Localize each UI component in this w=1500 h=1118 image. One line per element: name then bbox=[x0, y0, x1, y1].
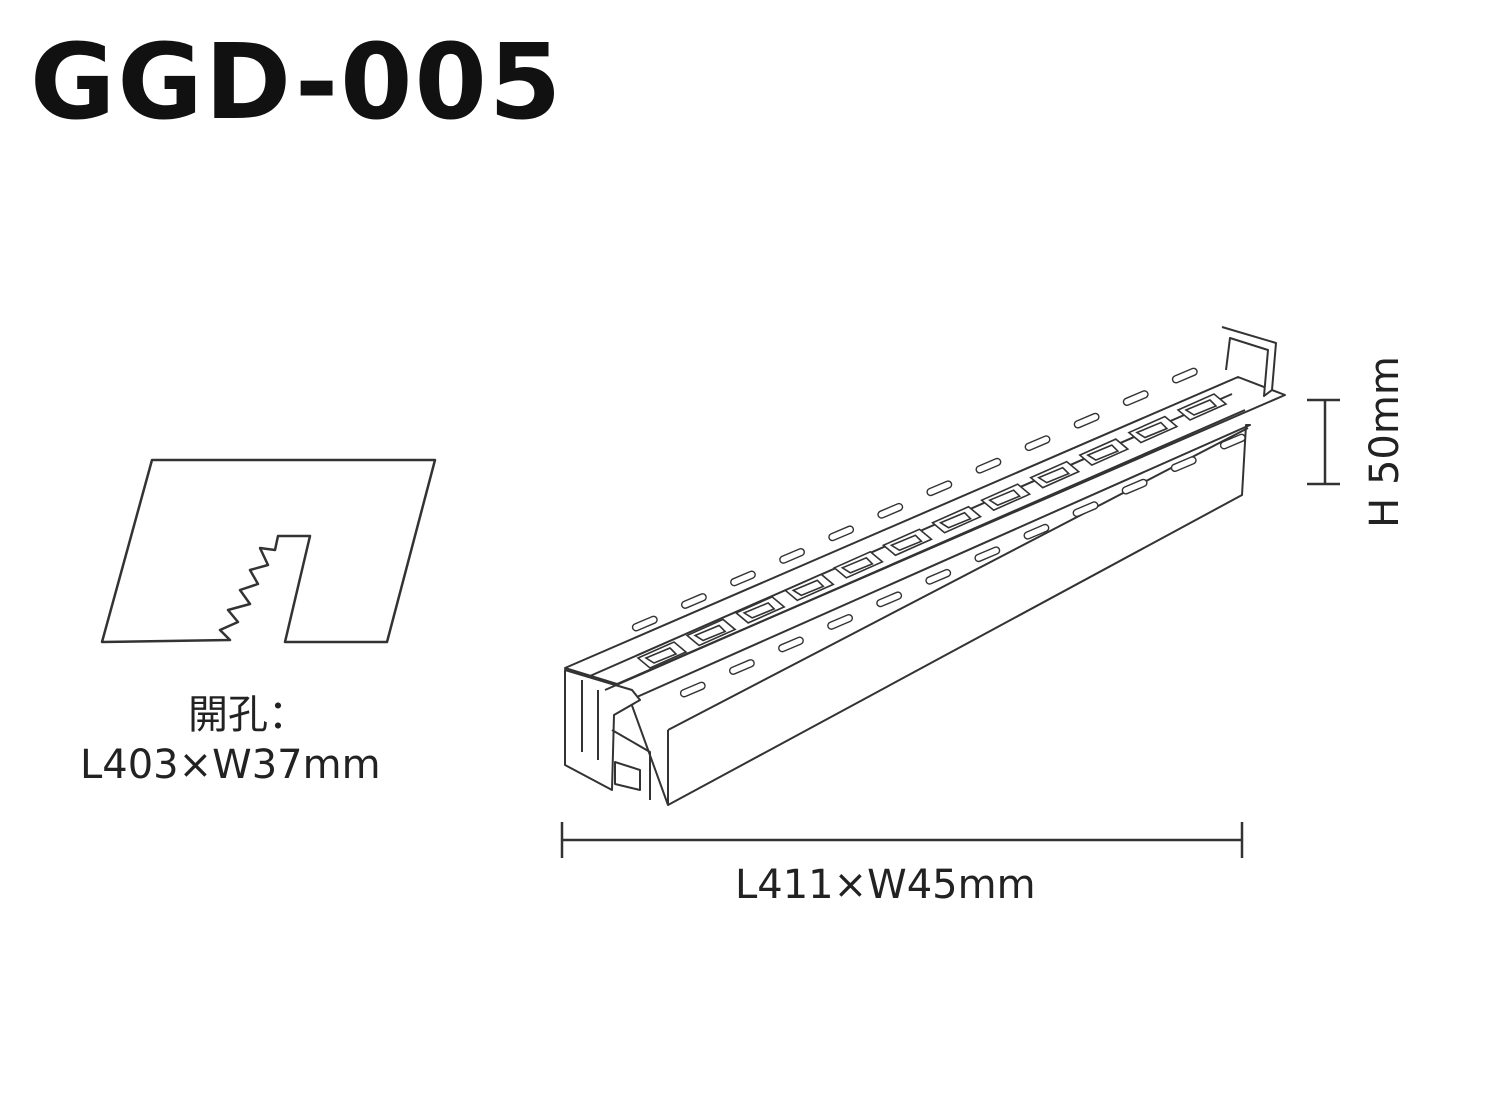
mounting-slot bbox=[1073, 412, 1100, 429]
lens-cell bbox=[734, 595, 786, 624]
side-slot bbox=[827, 613, 854, 630]
side-slot bbox=[778, 636, 804, 653]
side-slot bbox=[925, 568, 952, 585]
lens-cell bbox=[1176, 393, 1228, 421]
side-slot bbox=[1170, 456, 1197, 472]
side-slot bbox=[1072, 501, 1099, 518]
fixture-connector bbox=[614, 761, 641, 791]
lens-cell bbox=[1078, 438, 1130, 467]
mounting-slot bbox=[680, 593, 707, 609]
mounting-slot bbox=[1024, 435, 1051, 452]
cutout-size: L403×W37mm bbox=[80, 742, 381, 788]
side-slot bbox=[1121, 478, 1148, 495]
ceiling-cutout-illustration bbox=[100, 458, 437, 644]
mounting-slot bbox=[828, 525, 855, 542]
mounting-slots bbox=[631, 367, 1246, 698]
fixture-side-body bbox=[629, 424, 1251, 806]
length-dimension-line bbox=[560, 822, 1244, 858]
lens-cell bbox=[1127, 415, 1179, 444]
side-slot bbox=[974, 546, 1001, 563]
side-slot bbox=[876, 591, 903, 608]
mounting-slot bbox=[779, 547, 806, 564]
cutout-caption: 開孔： bbox=[188, 692, 308, 738]
model-number-title: GGD-005 bbox=[30, 21, 564, 143]
side-slot bbox=[1023, 523, 1050, 540]
mounting-slot bbox=[975, 457, 1002, 474]
side-slot bbox=[1219, 433, 1246, 450]
fixture-end-detail bbox=[581, 680, 651, 800]
mounting-slot bbox=[1122, 390, 1149, 406]
fixture-spring-clip bbox=[1221, 326, 1277, 397]
cutout-dimension-label: 開孔： L403×W37mm bbox=[80, 690, 480, 790]
mounting-slot bbox=[631, 615, 658, 632]
fixture-height-label: H 50mm bbox=[1362, 356, 1408, 528]
lens-cell bbox=[832, 550, 884, 579]
mounting-slot bbox=[1171, 367, 1198, 384]
lens-cell bbox=[685, 618, 737, 647]
lens-cell bbox=[636, 641, 688, 669]
lens-cell bbox=[931, 505, 983, 534]
lens-cell bbox=[980, 483, 1032, 512]
side-slot bbox=[728, 659, 755, 675]
linear-fixture-illustration bbox=[564, 326, 1286, 806]
lens-cell bbox=[783, 573, 835, 602]
lens-cell bbox=[881, 528, 933, 557]
fixture-end-cap bbox=[564, 669, 641, 791]
fixture-length-width-label: L411×W45mm bbox=[735, 862, 1036, 908]
mounting-slot bbox=[730, 570, 756, 587]
lens-cells bbox=[636, 393, 1228, 669]
fixture-front-side-wall bbox=[667, 427, 1249, 805]
ceiling-panel-outline bbox=[100, 458, 437, 644]
height-dimension-line bbox=[1307, 398, 1340, 486]
mounting-slot bbox=[926, 480, 953, 497]
side-slot bbox=[679, 681, 706, 698]
lens-cell bbox=[1029, 460, 1081, 489]
mounting-slot bbox=[877, 502, 904, 519]
